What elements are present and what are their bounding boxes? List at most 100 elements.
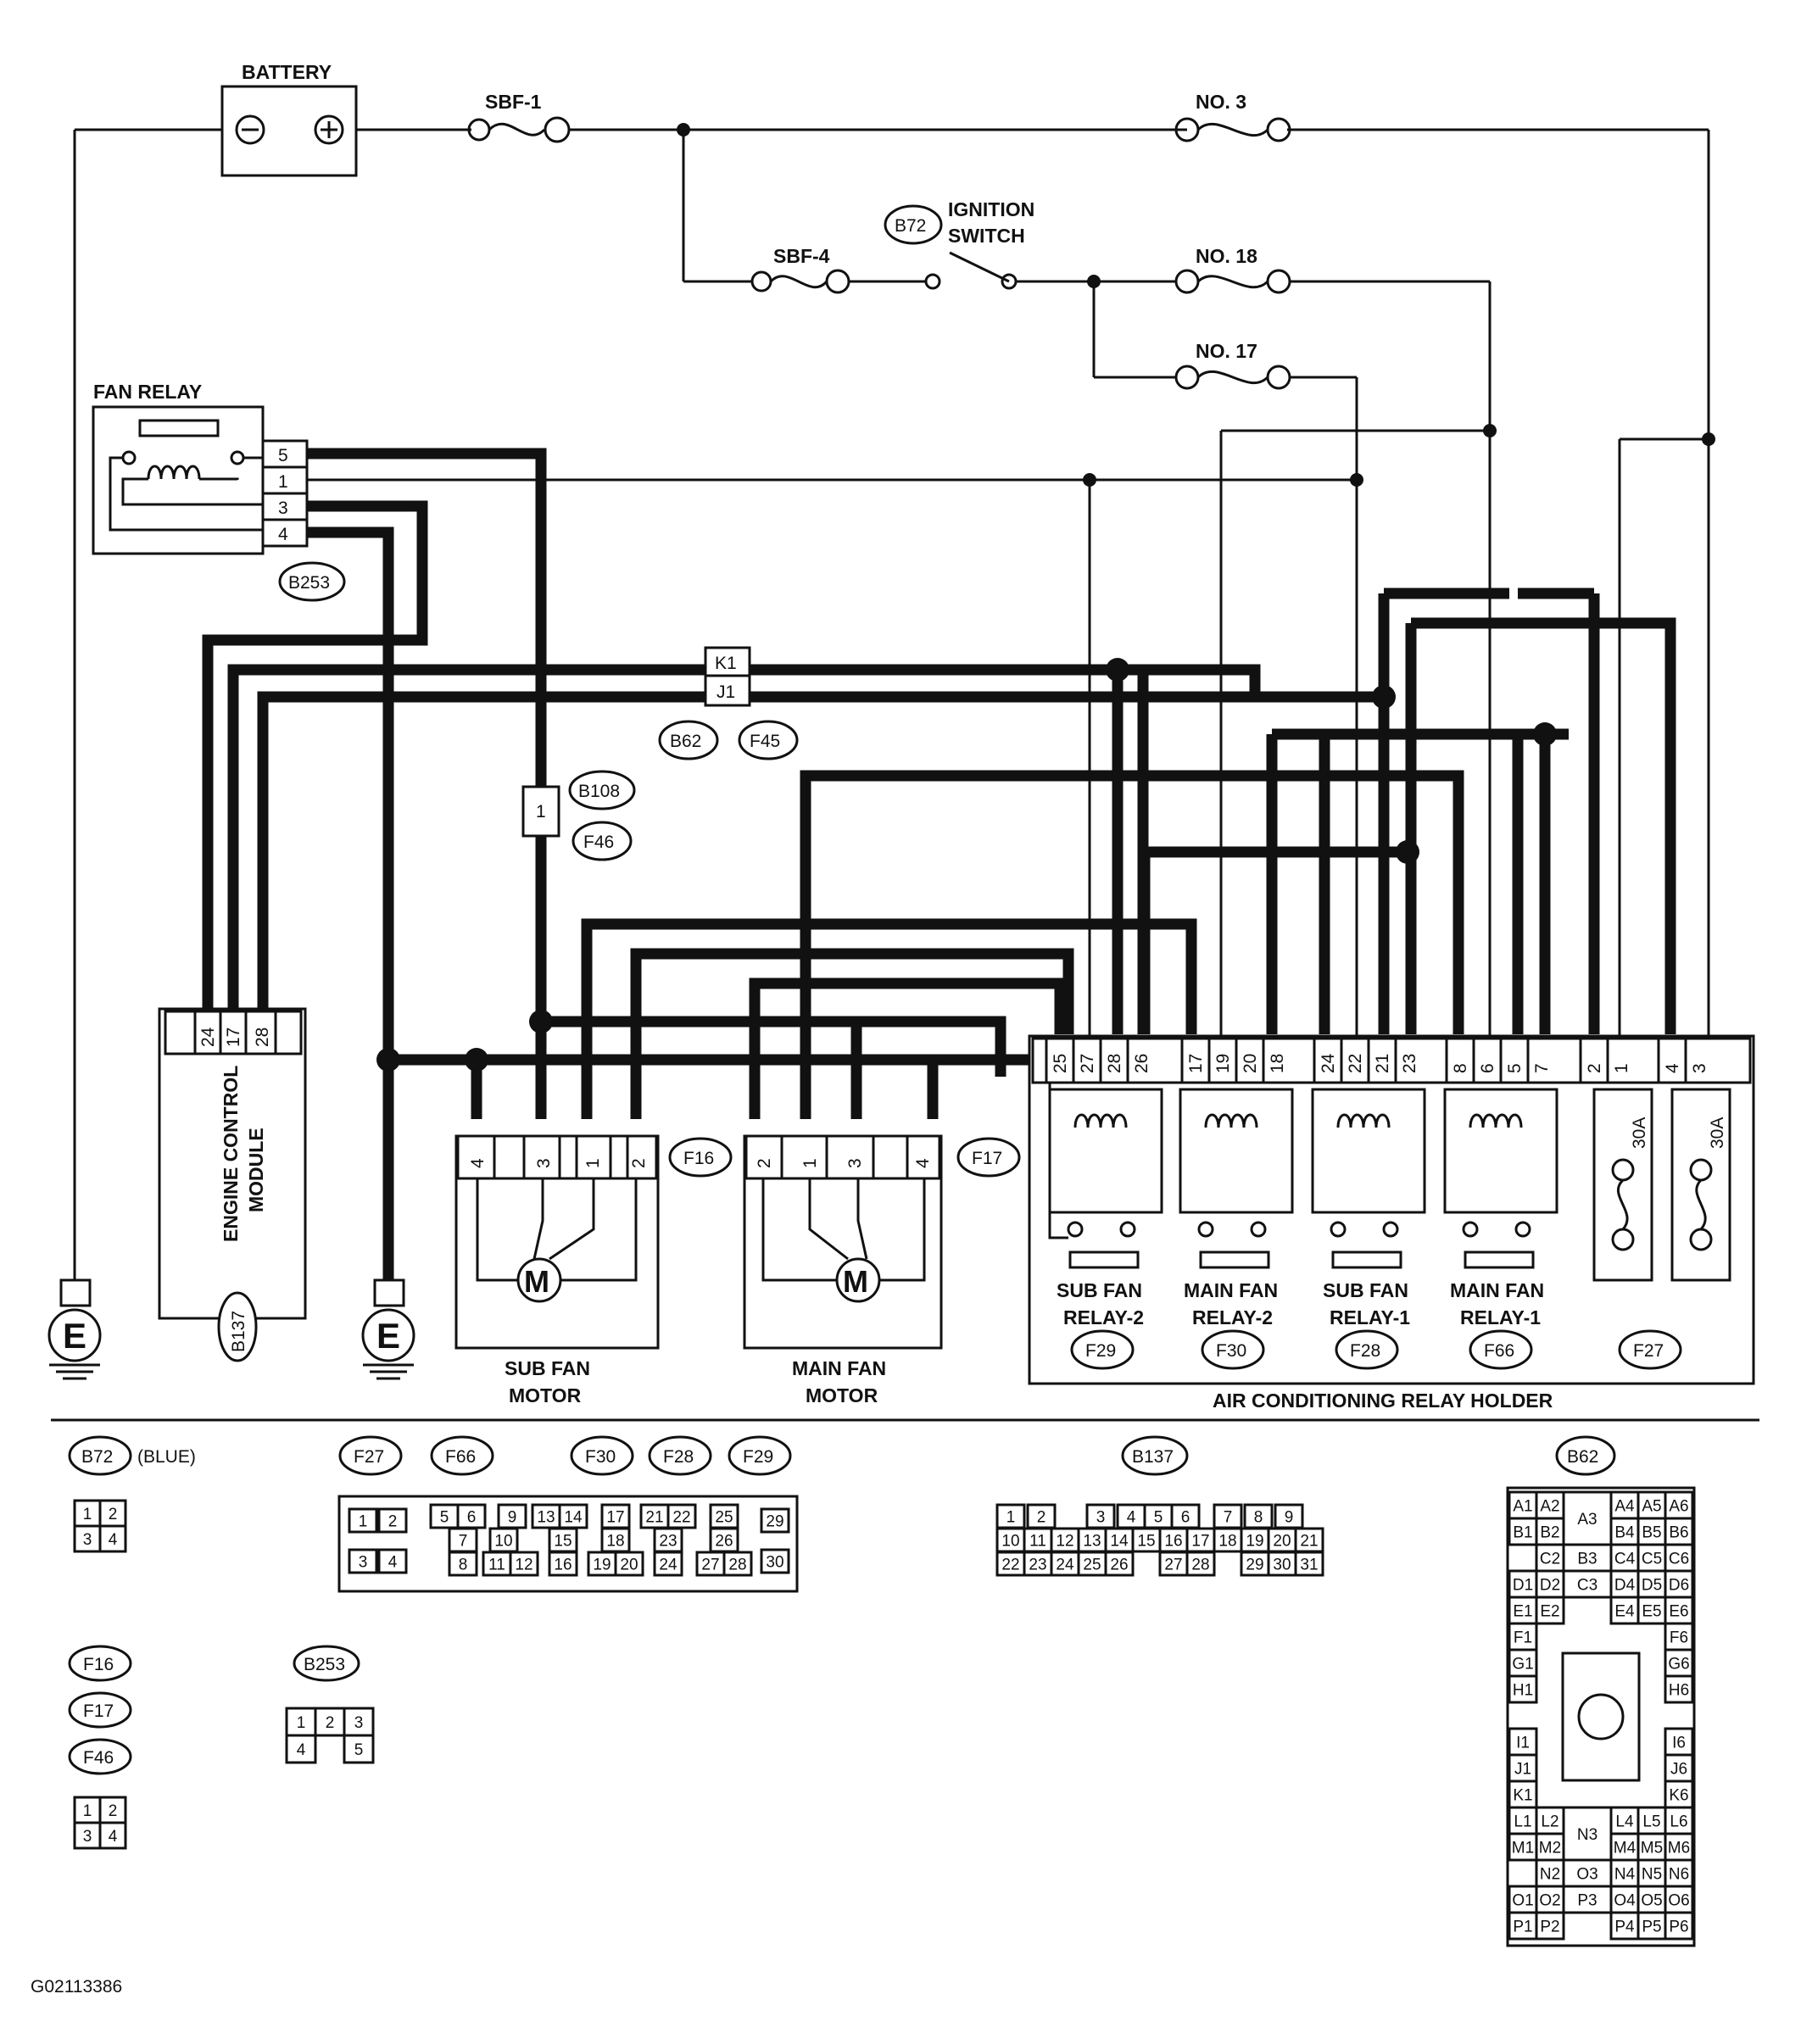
f-connector-pin-cell: 24 <box>659 1557 677 1574</box>
sub-motor-label-2: MOTOR <box>509 1384 582 1406</box>
f-connector-pin-cell: 21 <box>645 1509 663 1527</box>
f-connector-pin-cell: 25 <box>715 1509 733 1527</box>
b62-pin-cell: F6 <box>1670 1629 1688 1647</box>
relay-main1-line2: RELAY-1 <box>1460 1306 1541 1328</box>
b253-pin-cell: 3 <box>354 1714 364 1732</box>
relay-sub2-line2: RELAY-2 <box>1063 1306 1144 1328</box>
sub-motor-pin-3: 3 <box>534 1158 554 1168</box>
b137-connector: B137 <box>229 1311 248 1352</box>
b62-pin-cell: E2 <box>1540 1603 1559 1621</box>
f-connector-pin-cell: 7 <box>459 1533 468 1551</box>
f-connector-pin-cell: 2 <box>388 1513 398 1531</box>
main-fan-motor: 2 1 3 4 M F17 MAIN FAN MOTOR <box>743 1134 1021 1406</box>
b62-pin-cell: L4 <box>1615 1813 1634 1831</box>
b62-pin-cell: L2 <box>1541 1813 1558 1831</box>
b137-pin-cell: 29 <box>1246 1557 1263 1574</box>
holder-pin: 8 <box>1451 1063 1470 1073</box>
b137-pin-cell: 11 <box>1029 1533 1046 1551</box>
b62-pin-cell: N2 <box>1540 1866 1560 1884</box>
harness <box>202 448 1676 1280</box>
b62-pin-cell: D2 <box>1540 1577 1560 1595</box>
b72-pin-cell: 2 <box>109 1506 118 1523</box>
holder-pin: 25 <box>1051 1054 1070 1073</box>
b62-pin-cell: C4 <box>1614 1551 1636 1568</box>
f30-connector: F30 <box>1216 1341 1246 1361</box>
f46-label: F46 <box>583 833 614 852</box>
f-connector-pin-cell: 1 <box>359 1513 368 1531</box>
f27-connector: F27 <box>1633 1341 1664 1361</box>
holder-pin: 22 <box>1346 1054 1365 1073</box>
b137-pin-cell: 5 <box>1154 1509 1163 1527</box>
b62-pin-cell: E6 <box>1669 1603 1688 1621</box>
b62-pin-cell: M6 <box>1668 1840 1690 1857</box>
legend-f28: F28 <box>663 1447 694 1467</box>
legend-f46: F46 <box>83 1748 114 1768</box>
b62-pin-cell: M4 <box>1614 1840 1637 1857</box>
f-connector-pin-cell: 5 <box>440 1509 449 1527</box>
b62-pin-cell: B6 <box>1669 1524 1688 1542</box>
sub-motor-label-1: SUB FAN <box>505 1357 590 1379</box>
b62-pin-cell: M5 <box>1641 1840 1663 1857</box>
legend-f16: F16 <box>83 1655 114 1674</box>
b62-pin-cell: H1 <box>1513 1682 1533 1700</box>
b62-pin-cell: N4 <box>1614 1866 1636 1884</box>
b62-pin-cell: K6 <box>1669 1787 1688 1805</box>
legend-f27: F27 <box>354 1447 384 1467</box>
b62-pin-cell: H6 <box>1669 1682 1689 1700</box>
holder-pin: 20 <box>1241 1054 1260 1073</box>
b62-pin-cell: A6 <box>1669 1498 1688 1516</box>
legend-f66: F66 <box>445 1447 476 1467</box>
f-connector-pin-cell: 8 <box>459 1557 468 1574</box>
f-connector-pin-cell: 22 <box>672 1509 690 1527</box>
main-motor-label-2: MOTOR <box>806 1384 878 1406</box>
f-connector-pin-cell: 29 <box>766 1513 783 1531</box>
holder-pin: 4 <box>1663 1063 1682 1073</box>
b62-pin-cell: A4 <box>1614 1498 1635 1516</box>
holder-pin: 17 <box>1186 1054 1206 1073</box>
ground-left: E <box>47 1278 102 1380</box>
b62-pin-cell: D5 <box>1642 1577 1662 1595</box>
b62-connector: B62 <box>670 732 701 751</box>
fan-relay-pin-1: 1 <box>278 472 288 492</box>
b62-pin-cell: M1 <box>1512 1840 1534 1857</box>
b137-pin-cell: 1 <box>1006 1509 1016 1527</box>
b62-pin-cell: L5 <box>1642 1813 1660 1831</box>
b108-pin: 1 <box>536 802 546 821</box>
holder-pin: 23 <box>1400 1054 1419 1073</box>
f28-connector: F28 <box>1350 1341 1380 1361</box>
b62-center-cell: O3 <box>1576 1866 1597 1884</box>
engine-control-module: 24 17 28 ENGINE CONTROL MODULE B137 <box>158 1007 307 1362</box>
f-connector-pin-cell: 18 <box>606 1533 624 1551</box>
b137-pin-cell: 24 <box>1056 1557 1074 1574</box>
main-motor-pin-4: 4 <box>913 1158 933 1168</box>
b137-pin-cell: 16 <box>1164 1533 1182 1551</box>
b62-pin-cell: P5 <box>1642 1919 1661 1936</box>
b137-pin-cell: 15 <box>1137 1533 1155 1551</box>
relay-sub2-line1: SUB FAN <box>1057 1279 1142 1301</box>
b62-pin-cell: G1 <box>1512 1656 1533 1674</box>
f-connector-pin-cell: 19 <box>593 1557 611 1574</box>
b62-pin-cell: J1 <box>1514 1761 1531 1779</box>
b62-pin-cell: B5 <box>1642 1524 1661 1542</box>
main-motor-pin-2: 2 <box>755 1158 774 1168</box>
holder-pin: 6 <box>1478 1063 1497 1073</box>
f-connector-pin-cell: 6 <box>467 1509 477 1527</box>
b62-pin-cell: I1 <box>1516 1735 1530 1752</box>
b62-pin-cell: C2 <box>1540 1551 1560 1568</box>
b62-center-cell: B3 <box>1577 1551 1597 1568</box>
ecm-pin-24: 24 <box>198 1027 218 1047</box>
fan-relay-pin-5: 5 <box>278 446 288 465</box>
ground-right: E <box>361 1278 415 1380</box>
fan-relay-label: FAN RELAY <box>93 381 202 403</box>
f-connector-pin-cell: 23 <box>659 1533 677 1551</box>
no17-label: NO. 17 <box>1196 340 1257 362</box>
b62-pin-cell: O4 <box>1614 1892 1636 1910</box>
b62-pin-cell: M2 <box>1539 1840 1561 1857</box>
power-section: BATTERY SBF-1 NO. 3 SBF-4 <box>73 61 1715 1280</box>
holder-pin: 1 <box>1612 1063 1631 1073</box>
fan-relay-pin-4: 4 <box>278 525 288 544</box>
relay-main1-line1: MAIN FAN <box>1450 1279 1544 1301</box>
holder-pin: 5 <box>1505 1063 1525 1073</box>
b62-pin-cell: O1 <box>1512 1892 1533 1910</box>
f-connector-pin-cell: 16 <box>554 1557 572 1574</box>
